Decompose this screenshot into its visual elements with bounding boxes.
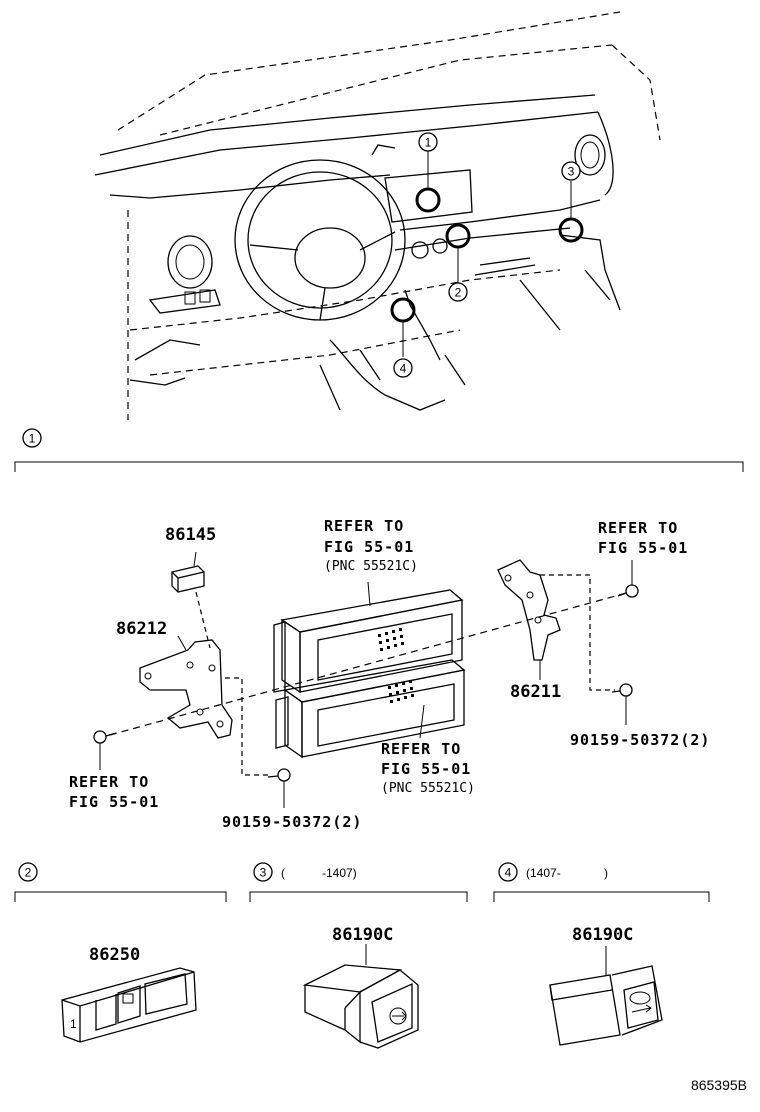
- connector-86145-drawing: [171, 551, 211, 649]
- ref-bottom-left-line1: REFER TO: [69, 773, 149, 791]
- section-4-header: 4 (1407- ): [493, 862, 710, 902]
- part-number-86211: 86211: [510, 682, 561, 702]
- ref-bottom-left-line2: FIG 55-01: [69, 793, 159, 811]
- ref-bottom-center-line2: FIG 55-01: [381, 760, 471, 778]
- figure-number: 865395B: [691, 1077, 747, 1093]
- bracket-86211-drawing: [497, 559, 615, 691]
- overview-callout-1: 1: [418, 132, 438, 152]
- svg-text:3: 3: [568, 165, 575, 179]
- section-2-header: 2: [14, 862, 227, 902]
- bolt-right-drawing: [611, 683, 633, 725]
- assembly-axis-line: [109, 591, 631, 736]
- section-3-range-open: (: [281, 866, 285, 880]
- svg-text:2: 2: [455, 286, 462, 300]
- overview-callout-2: 2: [448, 282, 468, 302]
- svg-text:3: 3: [260, 866, 267, 880]
- part-number-86190c-early: 86190C: [332, 925, 393, 945]
- ref-top-center-line2: FIG 55-01: [324, 538, 414, 556]
- bolt-left-drawing: [267, 768, 291, 808]
- section-3-range-close: -1407): [322, 866, 357, 880]
- dot-grid-lower: [388, 680, 414, 703]
- bolt-part-number-right: 90159-50372(2): [570, 731, 710, 749]
- usb-port-86190c-late-drawing: [549, 946, 663, 1046]
- svg-text:4: 4: [505, 866, 512, 880]
- part-number-86190c-late: 86190C: [572, 925, 633, 945]
- bolt-part-number-left: 90159-50372(2): [222, 813, 362, 831]
- part-number-86145: 86145: [165, 525, 216, 545]
- dashboard-overview-drawing: [94, 11, 661, 420]
- switch-86250-drawing: 1: [61, 967, 197, 1043]
- screw-left-drawing: [93, 730, 117, 770]
- ref-top-right-line2: FIG 55-01: [598, 539, 688, 557]
- ref-bottom-center-pnc: (PNC 55521C): [381, 781, 475, 796]
- section-4-range-close: ): [604, 866, 608, 880]
- overview-callout-3: 3: [561, 161, 581, 181]
- part-number-86212: 86212: [116, 619, 167, 639]
- audio-head-unit-drawing: [273, 581, 466, 759]
- section-4-range-open: (1407-: [526, 866, 561, 880]
- screw-right-drawing: [617, 560, 639, 598]
- svg-text:2: 2: [25, 866, 32, 880]
- bracket-86212-drawing: [139, 635, 272, 776]
- switch-mark: 1: [70, 1017, 77, 1031]
- section-1-header: 1: [14, 428, 744, 472]
- part-number-86250: 86250: [89, 945, 140, 965]
- ref-top-right-line1: REFER TO: [598, 519, 678, 537]
- usb-port-86190c-early-drawing: [302, 944, 419, 1049]
- svg-text:1: 1: [29, 432, 36, 446]
- svg-text:4: 4: [400, 362, 407, 376]
- ref-top-center-line1: REFER TO: [324, 517, 404, 535]
- section-3-header: 3 ( -1407): [249, 862, 468, 902]
- overview-callout-4: 4: [393, 358, 413, 378]
- svg-text:1: 1: [425, 136, 432, 150]
- ref-top-center-pnc: (PNC 55521C): [324, 559, 418, 574]
- ref-bottom-center-line1: REFER TO: [381, 740, 461, 758]
- dot-grid-upper: [378, 628, 404, 651]
